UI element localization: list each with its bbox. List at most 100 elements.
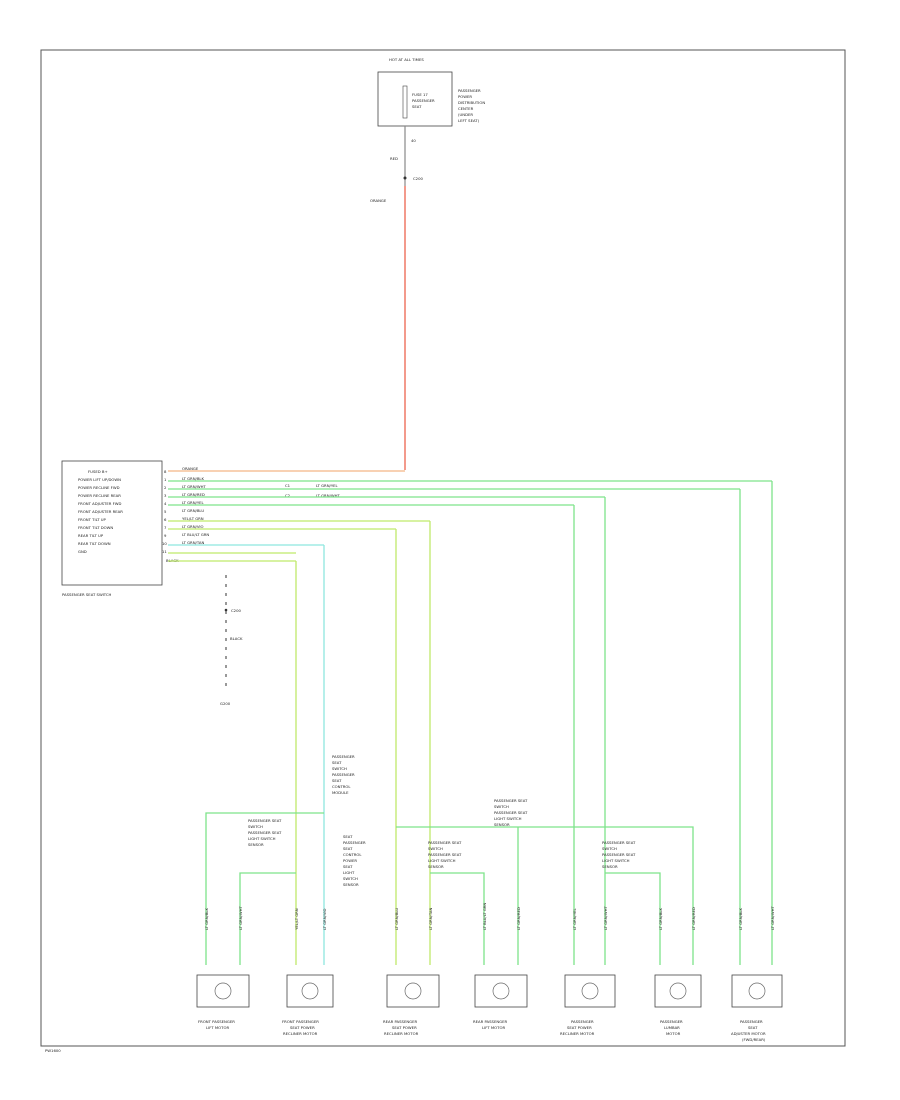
motor-boxes	[196, 974, 783, 1008]
fuse-connector: C200	[413, 176, 423, 181]
pin-name-3: POWER RECLINE REAR	[78, 493, 121, 498]
g2-1: SEAT	[332, 760, 342, 765]
power-wire-label: ORANGE	[370, 198, 387, 203]
pin-num-3: 3	[164, 493, 167, 498]
switch-title: PASSENGER SEAT SWITCH	[62, 592, 112, 597]
fuse-inner-3: SEAT	[412, 104, 422, 109]
pin-wire-6: YEL/LT GRN	[182, 516, 204, 521]
motor-icon-7	[748, 982, 766, 1000]
g3-6: LIGHT	[343, 870, 355, 875]
pin-wire-0: ORANGE	[182, 466, 199, 471]
g2-6: MODULE	[332, 790, 349, 795]
motor-icon-4	[492, 982, 510, 1000]
m2-1: SEAT POWER	[290, 1025, 315, 1030]
wl-1: LT GRN/BLK	[204, 907, 209, 930]
g4-0: PASSENGER SEAT	[428, 840, 462, 845]
fuse-inner-2: PASSENGER	[412, 98, 435, 103]
pin-wire-9: LT GRN/TAN	[182, 540, 204, 545]
wl-9: LT GRN/YEL	[572, 907, 577, 930]
m7-3: (FWD/REAR)	[742, 1037, 766, 1042]
g2-4: SEAT	[332, 778, 342, 783]
g1-1: SWITCH	[248, 824, 263, 829]
g5-3: LIGHT SWITCH	[494, 816, 522, 821]
pin-num-9: 10	[162, 541, 167, 546]
fuse-side-5: (UNDER	[458, 112, 473, 117]
g3-7: SWITCH	[343, 876, 358, 881]
m1-1: LIFT MOTOR	[206, 1025, 229, 1030]
common-bus-wires	[205, 812, 694, 965]
fuse-side-1: PASSENGER	[458, 88, 481, 93]
g1-3: LIGHT SWITCH	[248, 836, 276, 841]
pin-wire-7: LT GRN/VIO	[182, 524, 204, 529]
g5-4: SENSOR	[494, 822, 510, 827]
bus-left-2	[239, 872, 296, 965]
fuse-inner-1: FUSE 17	[412, 92, 428, 97]
g5-2: PASSENGER SEAT	[494, 810, 528, 815]
fuse-box-header: HOT AT ALL TIMES	[389, 57, 424, 62]
pin-num-6: 6	[164, 517, 167, 522]
switch-horizontal-wires	[168, 480, 772, 562]
wl-11: LT GRN/BLK	[658, 907, 663, 930]
g3-1: PASSENGER	[343, 840, 366, 845]
g6-3: LIGHT SWITCH	[602, 858, 630, 863]
m5-2: RECLINER MOTOR	[560, 1031, 595, 1036]
motor-box-4	[474, 974, 528, 1008]
splice-wire-a: LT GRN/YEL	[316, 483, 339, 488]
pin-wire-3: LT GRN/RED	[182, 492, 205, 497]
pin-num-5: 5	[164, 509, 167, 514]
motor-icon-5	[581, 982, 599, 1000]
m6-0: PASSENGER	[660, 1019, 683, 1024]
pin-wire-2: LT GRN/WHT	[182, 484, 206, 489]
vertical-wire-labels: LT GRN/BLK LT GRN/WHT YEL/LT GRN LT GRN/…	[204, 903, 775, 930]
g3-2: SEAT	[343, 846, 353, 851]
switch-wire-labels: ORANGE LT GRN/BLK LT GRN/WHT LT GRN/RED …	[166, 466, 209, 563]
motor-icon-6	[669, 982, 687, 1000]
pin-wire-8: LT BLU/LT GRN	[182, 532, 209, 537]
g5-0: PASSENGER SEAT	[494, 798, 528, 803]
passenger-seat-switch: PASSENGER SEAT SWITCH FUSED B+ POWER LIF…	[61, 460, 163, 597]
pin-name-0: FUSED B+	[88, 469, 108, 474]
g1-0: PASSENGER SEAT	[248, 818, 282, 823]
g1-2: PASSENGER SEAT	[248, 830, 282, 835]
pin-num-4: 4	[164, 501, 167, 506]
wl-6: LT GRN/TAN	[428, 908, 433, 930]
m7-0: PASSENGER	[740, 1019, 763, 1024]
g4-2: PASSENGER SEAT	[428, 852, 462, 857]
fuse-side-6: LEFT SEAT)	[458, 118, 480, 123]
g6-4: SENSOR	[602, 864, 618, 869]
page-id: PW1600	[45, 1048, 61, 1053]
m1-0: FRONT PASSENGER	[198, 1019, 235, 1024]
fuse-pin: 40	[411, 138, 416, 143]
pin-num-10: 11	[162, 549, 167, 554]
motor-icon-2	[301, 982, 319, 1000]
m2-2: RECLINER MOTOR	[283, 1031, 318, 1036]
diagram-frame	[40, 49, 846, 1047]
ground-connector: C200	[231, 608, 241, 613]
pin-num-0: 8	[164, 469, 167, 474]
g2-5: CONTROL	[332, 784, 351, 789]
wl-14: LT GRN/WHT	[770, 906, 775, 930]
fuse-gauge: RED	[390, 156, 398, 161]
pin-name-1: POWER LIFT UP/DOWN	[78, 477, 121, 482]
m6-1: LUMBAR	[664, 1025, 680, 1030]
wl-2: LT GRN/WHT	[238, 906, 243, 930]
g3-4: POWER	[343, 858, 357, 863]
motor-box-7	[731, 974, 783, 1008]
wl-8: LT GRN/RED	[516, 907, 521, 930]
motor-symbols	[214, 982, 766, 1000]
g2-3: PASSENGER	[332, 772, 355, 777]
m3-0: REAR PASSENGER	[383, 1019, 418, 1024]
bus-left	[205, 812, 324, 965]
m4-1: LIFT MOTOR	[482, 1025, 505, 1030]
g6-1: SWITCH	[602, 846, 617, 851]
wl-3: YEL/LT GRN	[294, 908, 299, 930]
ground-dot	[224, 608, 228, 612]
g6-0: PASSENGER SEAT	[602, 840, 636, 845]
switch-outline	[61, 460, 163, 586]
wl-7: LT BLU/LT GRN	[482, 903, 487, 930]
motor-vertical-wires	[295, 481, 773, 965]
g3-0: SEAT	[343, 834, 353, 839]
motor-icon-3	[404, 982, 422, 1000]
splice-right-label: C2	[285, 493, 291, 498]
